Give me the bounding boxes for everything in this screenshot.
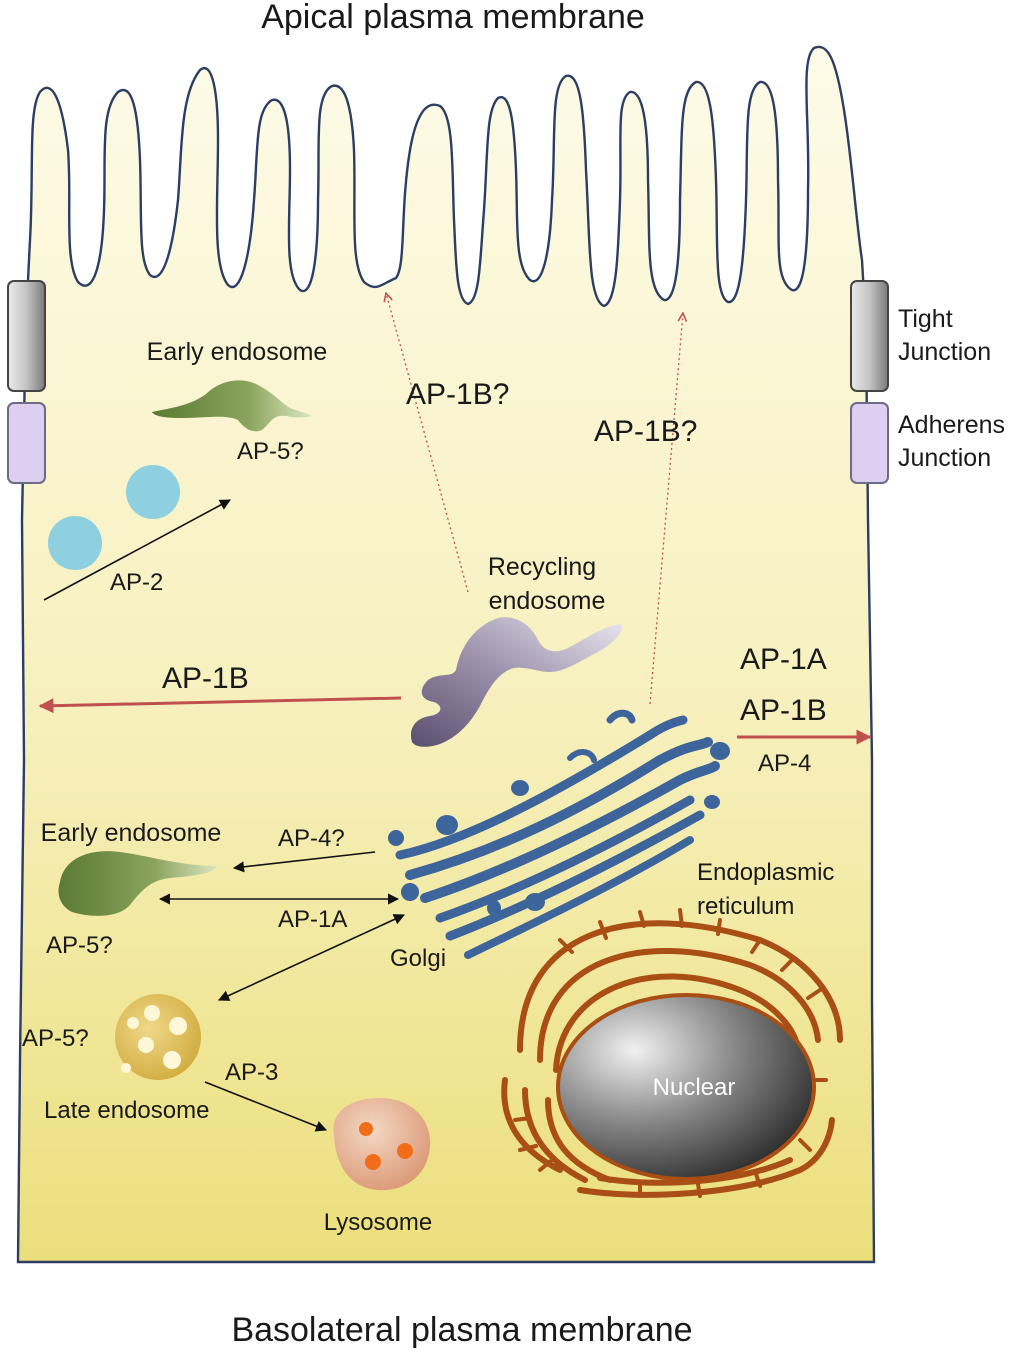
endoplasmic-reticulum bbox=[501, 908, 843, 1198]
recycling-endosome-label-line1: Recycling bbox=[488, 553, 596, 581]
adherens-junction-label-line2: Junction bbox=[898, 444, 991, 472]
nucleus bbox=[556, 993, 816, 1181]
ap1b-basolateral-label: AP-1B bbox=[162, 662, 249, 695]
golgi-label: Golgi bbox=[390, 945, 446, 972]
late-endosome-label: Late endosome bbox=[44, 1097, 209, 1124]
ap5-late-label: AP-5? bbox=[22, 1025, 89, 1052]
adherens-junction-left bbox=[7, 402, 46, 484]
ap1a-right-label: AP-1A bbox=[740, 643, 827, 676]
late-endosome-golgi-arrow bbox=[217, 914, 406, 1001]
ap1b-right-label: AP-1B bbox=[740, 694, 827, 727]
ap1b-q-left-label: AP-1B? bbox=[406, 378, 509, 411]
apical-membrane-label: Apical plasma membrane bbox=[261, 0, 645, 36]
golgi-vesicles bbox=[388, 742, 730, 916]
lysosome bbox=[333, 1098, 431, 1191]
ap4-q-label: AP-4? bbox=[278, 825, 345, 852]
ap5-mid-label: AP-5? bbox=[46, 932, 113, 959]
ap1b-q-right-label: AP-1B? bbox=[594, 415, 697, 448]
tight-junction-left bbox=[7, 280, 46, 392]
adherens-junction-label-line1: Adherens bbox=[898, 411, 1005, 439]
golgi-apparatus bbox=[395, 709, 720, 959]
adherens-junction-right bbox=[850, 402, 889, 484]
ap5-top-label: AP-5? bbox=[237, 438, 304, 465]
ap4-right-label: AP-4 bbox=[758, 750, 811, 777]
ap2-label: AP-2 bbox=[110, 569, 163, 596]
early-endosome-top bbox=[152, 380, 312, 432]
early-endosome-bottom bbox=[58, 851, 218, 916]
early-endosome-top-label: Early endosome bbox=[147, 338, 328, 366]
ap3-arrow bbox=[204, 1081, 328, 1132]
recycling-endosome-label-line2: endosome bbox=[489, 587, 606, 615]
ap2-arrow bbox=[43, 499, 231, 601]
lysosome-label: Lysosome bbox=[324, 1209, 433, 1236]
er-label-line1: Endoplasmic bbox=[697, 859, 834, 886]
ap1b-apical-route-left bbox=[386, 293, 469, 593]
ap1b-apical-route-right bbox=[649, 313, 683, 705]
coated-vesicle-1 bbox=[126, 465, 180, 519]
ap3-label: AP-3 bbox=[225, 1059, 278, 1086]
ap1a-mid-label: AP-1A bbox=[278, 906, 347, 933]
basolateral-membrane-label: Basolateral plasma membrane bbox=[231, 1311, 692, 1349]
er-label-line2: reticulum bbox=[697, 893, 794, 920]
early-endosome-bottom-label: Early endosome bbox=[41, 819, 222, 847]
tight-junction-right bbox=[850, 280, 889, 392]
nucleus-label: Nuclear bbox=[653, 1074, 736, 1101]
recycling-endosome bbox=[410, 617, 623, 747]
ap1b-basolateral-arrow bbox=[38, 696, 402, 714]
tight-junction-label-line1: Tight bbox=[898, 305, 953, 333]
late-endosome bbox=[115, 994, 201, 1080]
coated-vesicle-2 bbox=[48, 516, 102, 570]
ap4-q-arrow bbox=[232, 851, 376, 873]
tight-junction-label-line2: Junction bbox=[898, 338, 991, 366]
